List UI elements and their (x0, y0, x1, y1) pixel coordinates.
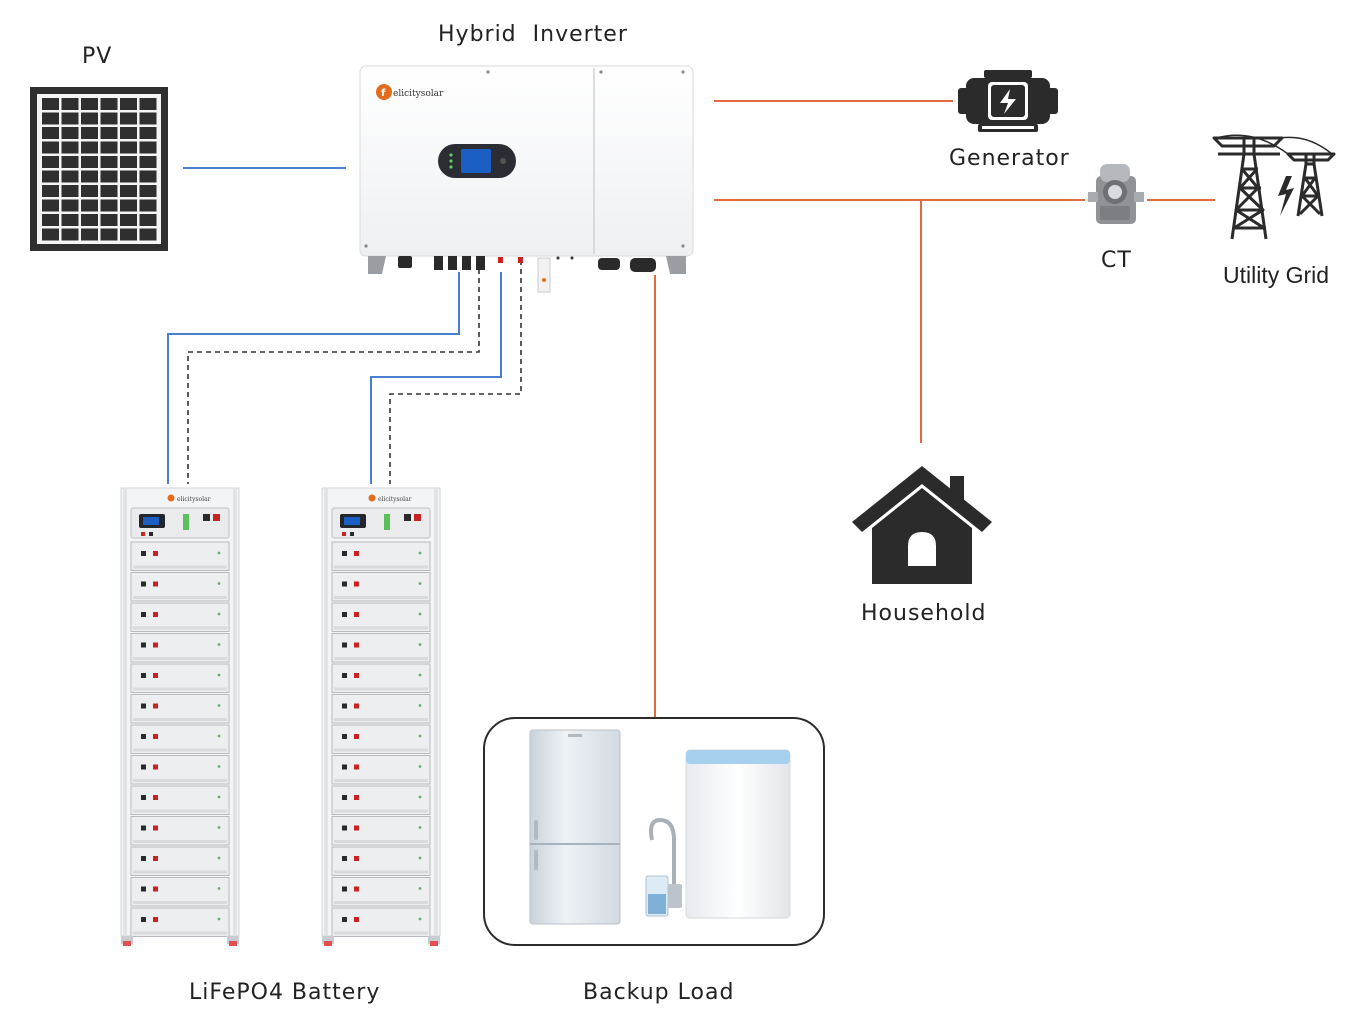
pv-cell (61, 214, 79, 226)
pv-cell (100, 141, 118, 154)
utility-grid-tower-icon (1212, 134, 1336, 240)
pv-cell (100, 185, 118, 197)
battery2-dc-line (370, 272, 502, 484)
water-purifier-icon (645, 749, 791, 919)
pv-cell (120, 199, 137, 212)
inverter-label: Hybrid Inverter (438, 22, 628, 47)
pv-cell (120, 185, 137, 197)
pv-cell (120, 214, 137, 226)
pv-cell (139, 141, 157, 154)
pv-cell (139, 199, 157, 212)
pv-cell (120, 170, 137, 183)
pv-cell (42, 185, 59, 197)
pv-cell (61, 127, 79, 139)
pv-cell (100, 214, 118, 226)
pv-cell (100, 199, 118, 212)
pv-cell (61, 170, 79, 183)
solar-panel-icon (30, 87, 168, 251)
pv-cell (100, 98, 118, 110)
pv-cell (42, 156, 59, 168)
pv-cell (81, 185, 98, 197)
pv-cell (61, 112, 79, 125)
pv-cell (61, 199, 79, 212)
generator-label: Generator (949, 146, 1070, 171)
pv-cell (139, 228, 157, 241)
pv-cell (100, 228, 118, 241)
pv-label: PV (82, 44, 113, 69)
battery-brand-text: elicitysolar (177, 496, 211, 503)
pv-cell (120, 228, 137, 241)
ct-label: CT (1101, 248, 1132, 273)
pv-cell (81, 156, 98, 168)
household-label: Household (861, 601, 987, 626)
pv-cell (100, 170, 118, 183)
pv-cell (139, 156, 157, 168)
pv-cell (81, 127, 98, 139)
pv-cell (139, 98, 157, 110)
pv-cell (61, 156, 79, 168)
pv-cell (139, 127, 157, 139)
ct-sensor-icon (1088, 164, 1144, 224)
inverter-brand-text: elicitysolar (393, 89, 444, 99)
pv-cell (42, 170, 59, 183)
generator-icon (958, 70, 1058, 132)
pv-cell (42, 141, 59, 154)
pv-cell (100, 127, 118, 139)
pv-cell (61, 98, 79, 110)
pv-cell (120, 127, 137, 139)
pv-cell (139, 214, 157, 226)
pv-cell (81, 214, 98, 226)
pv-cell (81, 98, 98, 110)
pv-cell (61, 141, 79, 154)
lifepo4-battery-rack-1[interactable]: elicitysolar (119, 486, 241, 948)
pv-cell (42, 127, 59, 139)
pv-cell (81, 199, 98, 212)
pv-cell (81, 112, 98, 125)
pv-cell (139, 112, 157, 125)
battery1-dc-line (167, 272, 460, 484)
pv-cell (61, 185, 79, 197)
backup-load-label: Backup Load (583, 980, 735, 1005)
lifepo4-battery-rack-2[interactable]: elicitysolar (320, 486, 442, 948)
pv-cell (81, 170, 98, 183)
pv-cell (42, 199, 59, 212)
pv-cell (61, 228, 79, 241)
battery2-comm-line (389, 260, 522, 484)
pv-cell (42, 98, 59, 110)
pv-cell (100, 112, 118, 125)
battery-brand-text: elicitysolar (378, 496, 412, 503)
pv-cell (139, 170, 157, 183)
pv-cell (139, 185, 157, 197)
pv-cell (120, 156, 137, 168)
refrigerator-icon (529, 729, 621, 925)
pv-cell (42, 228, 59, 241)
pv-cell (120, 141, 137, 154)
pv-cell (120, 98, 137, 110)
battery1-comm-line (187, 260, 480, 484)
battery-label: LiFePO4 Battery (189, 980, 381, 1005)
pv-cell (42, 214, 59, 226)
household-house-icon (852, 466, 992, 584)
pv-cell (42, 112, 59, 125)
pv-cell (81, 228, 98, 241)
hybrid-inverter-device[interactable]: f elicitysolar (358, 64, 698, 296)
pv-cell (120, 112, 137, 125)
backup-load-box (483, 717, 825, 946)
pv-cell (100, 156, 118, 168)
svg-text:f: f (381, 88, 386, 99)
pv-cell (81, 141, 98, 154)
utility-grid-label: Utility Grid (1223, 262, 1330, 288)
